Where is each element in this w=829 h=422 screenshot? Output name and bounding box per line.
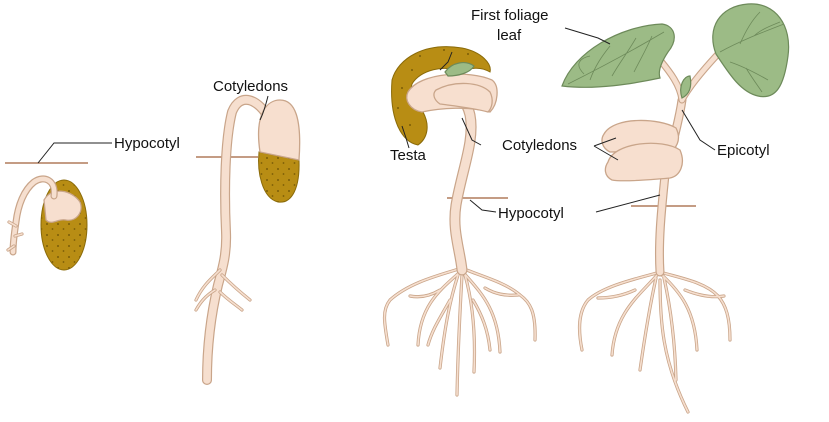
first-foliage-leaf-right — [713, 4, 789, 97]
label-testa: Testa — [390, 147, 427, 164]
label-hypocotyl-2: Hypocotyl — [498, 205, 564, 222]
label-hypocotyl-1: Hypocotyl — [114, 135, 180, 152]
seedling-stage-2 — [196, 96, 300, 380]
label-first-foliage-leaf-2: leaf — [497, 27, 522, 44]
label-first-foliage-leaf: First foliage — [471, 7, 549, 24]
seed-coat-2 — [259, 152, 300, 202]
label-epicotyl: Epicotyl — [717, 142, 770, 159]
label-cotyledons-1: Cotyledons — [213, 78, 288, 95]
roots-2 — [196, 270, 250, 310]
roots-3 — [385, 268, 536, 395]
hypocotyl-3 — [448, 92, 471, 270]
roots-4 — [580, 272, 730, 412]
seedling-stage-4 — [562, 4, 789, 412]
label-cotyledons-2: Cotyledons — [502, 137, 577, 154]
first-foliage-leaf-left — [562, 24, 674, 87]
seedling-stage-1 — [5, 163, 88, 270]
